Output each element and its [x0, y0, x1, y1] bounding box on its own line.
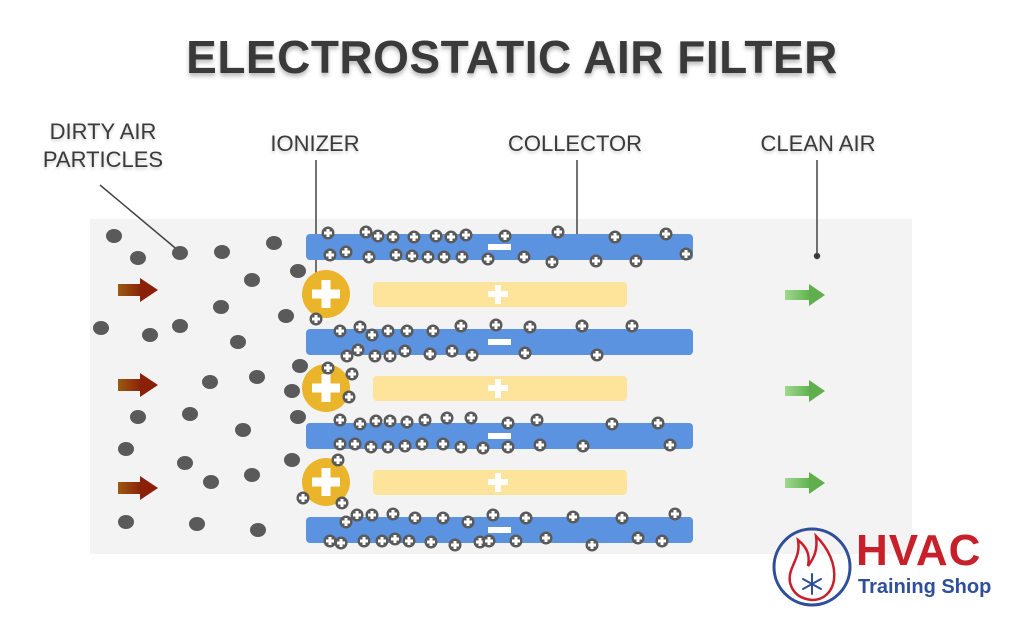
minus-icon	[488, 244, 511, 533]
clean-air-arrows	[785, 284, 825, 494]
arrow-right-icon	[118, 373, 158, 397]
arrow-right-icon	[118, 476, 158, 500]
logo-brand: HVAC	[856, 526, 982, 575]
arrow-right-icon	[785, 284, 825, 306]
logo-subtitle: Training Shop	[858, 576, 992, 598]
label-ionizer: IONIZER	[270, 131, 360, 156]
arrow-right-icon	[785, 472, 825, 494]
plus-icon	[488, 285, 508, 492]
label-dirty-air: DIRTY AIR PARTICLES	[28, 118, 178, 174]
label-dirty-air-line1: DIRTY AIR	[49, 119, 157, 144]
dirty-air-arrows	[118, 278, 158, 500]
dirty-particles	[93, 229, 308, 537]
leader-lines	[99, 160, 821, 286]
label-dirty-air-line2: PARTICLES	[42, 147, 164, 172]
label-collector: COLLECTOR	[507, 131, 643, 156]
arrow-right-icon	[785, 380, 825, 402]
ionizer-nodes	[302, 270, 350, 506]
hvac-training-shop-logo[interactable]: HVAC Training Shop	[770, 522, 1010, 612]
label-clean-air: CLEAN AIR	[760, 131, 876, 156]
arrow-right-icon	[118, 278, 158, 302]
diagram-title: ELECTROSTATIC AIR FILTER	[186, 31, 838, 83]
flame-snowflake-icon	[772, 527, 852, 607]
ionizer-plates	[373, 282, 627, 495]
